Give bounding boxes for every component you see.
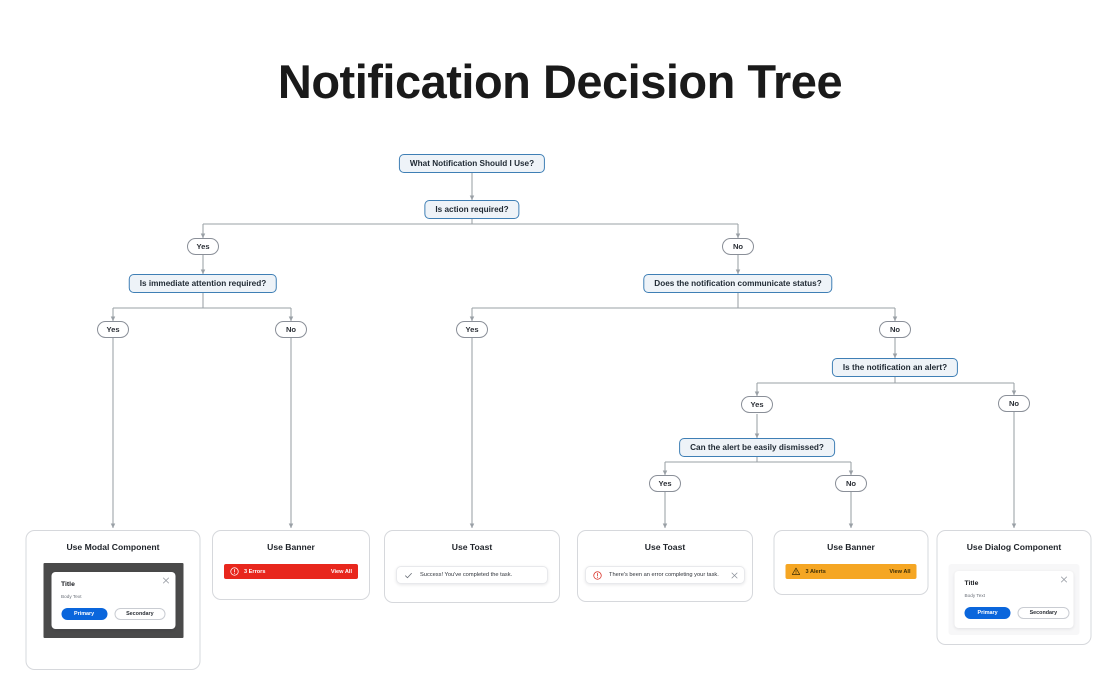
result-card-modal[interactable]: Use Modal Component Title Body Text Prim… — [25, 530, 201, 670]
modal-overlay: Title Body Text Primary Secondary — [43, 563, 183, 638]
branch-label-immediate-no[interactable]: No — [275, 321, 307, 338]
result-card-banner-error-title: Use Banner — [267, 542, 315, 552]
result-card-dialog-title: Use Dialog Component — [966, 542, 1062, 552]
branch-label-alert-no[interactable]: No — [998, 395, 1030, 412]
error-banner-view-all-link[interactable]: View All — [330, 568, 352, 575]
branch-label-immediate-yes[interactable]: Yes — [97, 321, 129, 338]
decision-node-root[interactable]: What Notification Should I Use? — [398, 154, 546, 173]
dialog-box-actions: Primary Secondary — [964, 607, 1070, 619]
modal-dialog-body: Body Text — [61, 594, 82, 599]
close-icon[interactable] — [1060, 576, 1068, 583]
result-card-toast-error[interactable]: Use Toast There's been an error completi… — [577, 530, 753, 602]
result-card-banner-warning[interactable]: Use Banner 3 Alerts View All — [773, 530, 929, 595]
result-card-toast-success[interactable]: Use Toast Success! You've completed the … — [384, 530, 560, 603]
error-toast[interactable]: There's been an error completing your ta… — [585, 566, 745, 584]
branch-label-action-no[interactable]: No — [722, 238, 754, 255]
error-circle-icon — [593, 570, 602, 580]
decision-node-is-action-required[interactable]: Is action required? — [424, 200, 520, 219]
result-card-toast-error-title: Use Toast — [644, 542, 686, 552]
branch-label-alert-yes[interactable]: Yes — [741, 396, 773, 413]
dialog-secondary-button[interactable]: Secondary — [1017, 607, 1070, 619]
page-title: Notification Decision Tree — [277, 55, 843, 108]
decision-node-is-immediate-attention-required[interactable]: Is immediate attention required? — [128, 274, 278, 293]
result-card-toast-success-title: Use Toast — [451, 542, 493, 552]
decision-node-can-alert-be-easily-dismissed[interactable]: Can the alert be easily dismissed? — [679, 438, 835, 457]
result-card-modal-title: Use Modal Component — [66, 542, 160, 552]
decision-node-does-notification-communicate-status[interactable]: Does the notification communicate status… — [643, 274, 833, 293]
success-toast-text: Success! You've completed the task. — [420, 572, 513, 578]
modal-dialog[interactable]: Title Body Text Primary Secondary — [51, 572, 175, 629]
warning-triangle-icon — [791, 567, 801, 576]
close-icon[interactable] — [162, 577, 169, 584]
warning-banner[interactable]: 3 Alerts View All — [785, 564, 917, 579]
result-card-banner-warning-title: Use Banner — [827, 542, 875, 552]
close-icon[interactable] — [731, 571, 738, 579]
error-toast-text: There's been an error completing your ta… — [609, 572, 719, 578]
modal-dialog-title: Title — [61, 581, 75, 588]
check-icon — [404, 571, 413, 580]
error-circle-icon — [230, 567, 239, 576]
dialog-box-title: Title — [964, 580, 979, 587]
warning-banner-label: 3 Alerts — [805, 568, 826, 575]
modal-primary-button[interactable]: Primary — [61, 608, 108, 620]
warning-banner-view-all-link[interactable]: View All — [889, 568, 911, 575]
dialog-surface: Title Body Text Primary Secondary — [948, 564, 1080, 635]
modal-dialog-actions: Primary Secondary — [61, 608, 166, 620]
success-toast[interactable]: Success! You've completed the task. — [396, 566, 548, 584]
modal-secondary-button[interactable]: Secondary — [114, 608, 166, 620]
dialog-primary-button[interactable]: Primary — [964, 607, 1011, 619]
decision-node-is-notification-an-alert[interactable]: Is the notification an alert? — [831, 358, 959, 377]
branch-label-action-yes[interactable]: Yes — [187, 238, 219, 255]
branch-label-status-yes[interactable]: Yes — [456, 321, 488, 338]
branch-label-status-no[interactable]: No — [879, 321, 911, 338]
branch-label-dismiss-yes[interactable]: Yes — [649, 475, 681, 492]
result-card-banner-error[interactable]: Use Banner 3 Errors View All — [212, 530, 370, 600]
dialog-box[interactable]: Title Body Text Primary Secondary — [954, 571, 1074, 628]
branch-label-dismiss-no[interactable]: No — [835, 475, 867, 492]
error-banner-label: 3 Errors — [244, 568, 266, 575]
error-banner[interactable]: 3 Errors View All — [224, 564, 358, 579]
dialog-box-body: Body Text — [964, 593, 986, 598]
result-card-dialog[interactable]: Use Dialog Component Title Body Text Pri… — [936, 530, 1092, 645]
